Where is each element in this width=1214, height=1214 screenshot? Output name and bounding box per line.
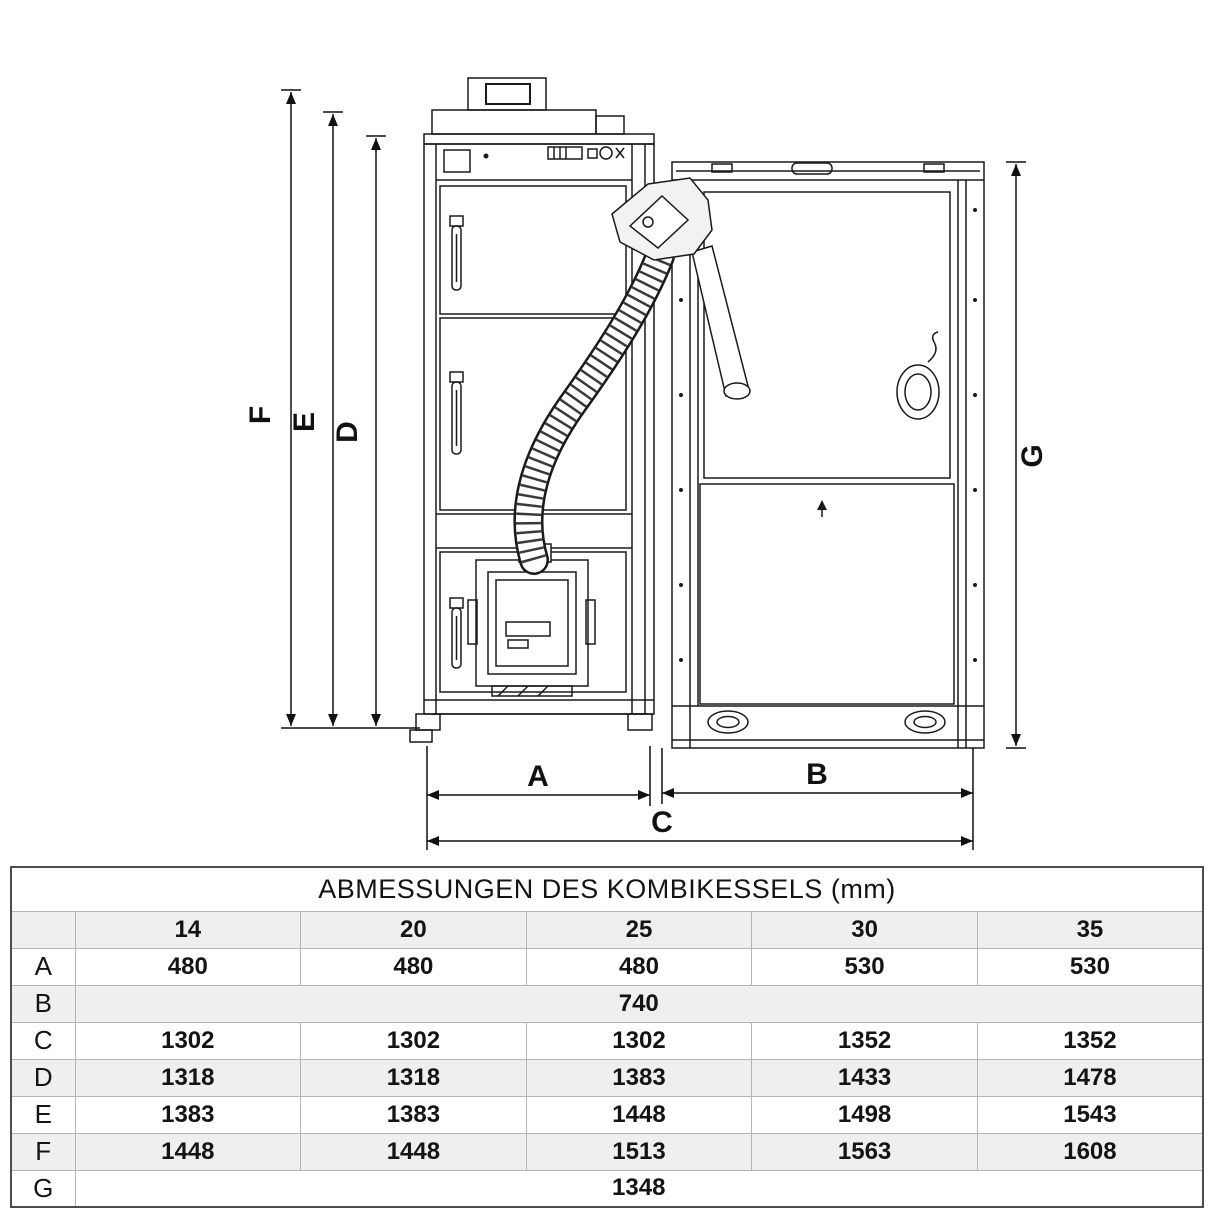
value-cell: 1352 <box>976 1021 1204 1060</box>
door-handles <box>449 215 464 669</box>
value-cell: 1478 <box>976 1058 1204 1097</box>
pellet-feed-system <box>513 177 751 575</box>
hopper-port-cable <box>927 331 939 363</box>
value-cell: 1383 <box>300 1095 527 1134</box>
row-label: B <box>10 984 76 1023</box>
table-title-row: ABMESSUNGEN DES KOMBIKESSELS (mm) <box>10 866 1204 912</box>
value-cell: 480 <box>525 947 753 986</box>
auger-motor <box>611 177 713 261</box>
value-cell: 1383 <box>74 1095 302 1134</box>
value-cell: 1348 <box>74 1169 1204 1208</box>
col-header: 35 <box>976 910 1204 949</box>
hopper-upper-panel <box>703 191 951 479</box>
row-label: F <box>10 1132 76 1171</box>
hopper-screws <box>679 208 977 662</box>
value-cell: 1318 <box>74 1058 302 1097</box>
dim-label-A: A <box>527 760 549 793</box>
brand-logo <box>547 146 625 160</box>
drop-tube <box>691 245 749 398</box>
dim-label-E: E <box>288 412 321 432</box>
control-housing <box>431 109 597 135</box>
value-cell: 1543 <box>976 1095 1204 1134</box>
col-header: 30 <box>751 910 978 949</box>
hopper-body <box>671 161 985 749</box>
value-cell: 1498 <box>751 1095 978 1134</box>
dim-label-F: F <box>244 406 277 424</box>
value-cell: 1563 <box>751 1132 978 1171</box>
flue-outlet <box>467 77 547 111</box>
hopper-foot-right <box>904 710 946 734</box>
value-cell: 1352 <box>751 1021 978 1060</box>
boiler-foot-right <box>627 713 653 731</box>
col-header: 25 <box>525 910 753 949</box>
dimension-labels: F E D G A B C <box>244 406 1049 839</box>
row-label: E <box>10 1095 76 1134</box>
value-cell: 1608 <box>976 1132 1204 1171</box>
row-label: G <box>10 1169 76 1208</box>
boiler-technical-drawing: F E D G A B C <box>244 77 1049 850</box>
value-cell: 1302 <box>525 1021 753 1060</box>
hopper-foot-left <box>707 710 749 734</box>
pellet-burner <box>467 559 596 697</box>
upper-door <box>439 185 627 315</box>
col-header: 20 <box>300 910 527 949</box>
flex-hose <box>513 241 675 575</box>
drawing-svg: F E D G A B C <box>244 77 1049 850</box>
dim-label-B: B <box>806 758 828 791</box>
col-header: 14 <box>74 910 302 949</box>
hopper-lower-panel <box>699 483 955 705</box>
value-cell: 1513 <box>525 1132 753 1171</box>
value-cell: 1302 <box>300 1021 527 1060</box>
value-cell: 480 <box>74 947 302 986</box>
hopper-port <box>896 364 940 420</box>
value-cell: 1302 <box>74 1021 302 1060</box>
value-cell: 1318 <box>300 1058 527 1097</box>
value-cell: 1448 <box>74 1132 302 1171</box>
control-display <box>443 149 471 173</box>
dim-label-D: D <box>331 421 364 443</box>
value-cell: 1433 <box>751 1058 978 1097</box>
value-cell: 1383 <box>525 1058 753 1097</box>
value-cell: 480 <box>300 947 527 986</box>
hopper-lid-handle <box>791 162 833 175</box>
dim-label-C: C <box>651 806 673 839</box>
hopper-unit <box>671 161 985 749</box>
hopper-emblem <box>817 500 827 517</box>
row-label: C <box>10 1021 76 1060</box>
value-cell: 530 <box>751 947 978 986</box>
row-label <box>10 910 76 949</box>
table-title: ABMESSUNGEN DES KOMBIKESSELS (mm) <box>10 866 1204 912</box>
boiler-unit <box>409 77 655 743</box>
value-cell: 1448 <box>300 1132 527 1171</box>
dim-label-G: G <box>1016 444 1049 467</box>
row-label: D <box>10 1058 76 1097</box>
value-cell: 530 <box>976 947 1204 986</box>
value-cell: 740 <box>74 984 1204 1023</box>
dimension-lines <box>281 89 1026 850</box>
value-cell: 1448 <box>525 1095 753 1134</box>
row-label: A <box>10 947 76 986</box>
